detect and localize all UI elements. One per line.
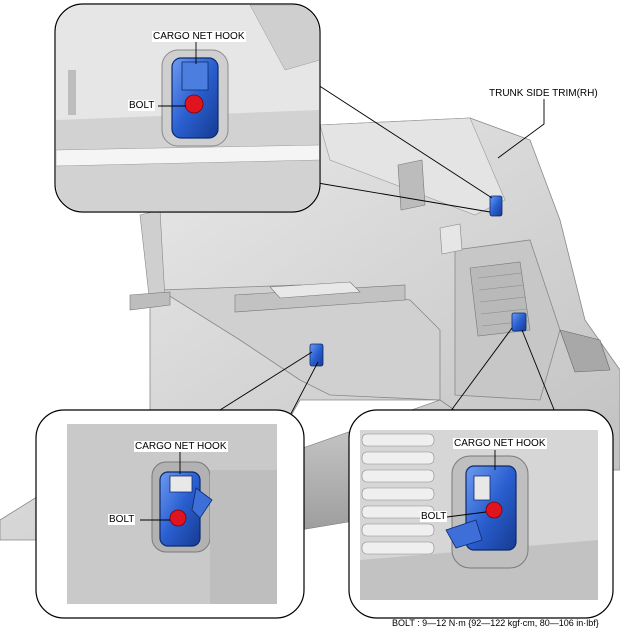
scene-hook-middle (309, 343, 324, 367)
label-trunk-side-trim: TRUNK SIDE TRIM(RH) (488, 88, 599, 99)
inset-left (35, 409, 305, 619)
label-top-bolt: BOLT (128, 100, 156, 111)
scene-hook-upper (489, 195, 503, 217)
label-right-bolt: BOLT (420, 511, 448, 522)
scene-hook-right (511, 312, 527, 332)
label-right-cargo-net-hook: CARGO NET HOOK (453, 438, 547, 449)
label-left-cargo-net-hook: CARGO NET HOOK (134, 441, 228, 452)
inset-top (54, 3, 321, 213)
inset-right (348, 409, 614, 619)
inset-leaders (219, 84, 556, 451)
label-left-bolt: BOLT (108, 514, 136, 525)
grille-slats (361, 433, 435, 555)
label-top-cargo-net-hook: CARGO NET HOOK (152, 31, 246, 42)
torque-footnote: BOLT : 9—12 N·m {92—122 kgf·cm, 80—106 i… (392, 618, 599, 628)
